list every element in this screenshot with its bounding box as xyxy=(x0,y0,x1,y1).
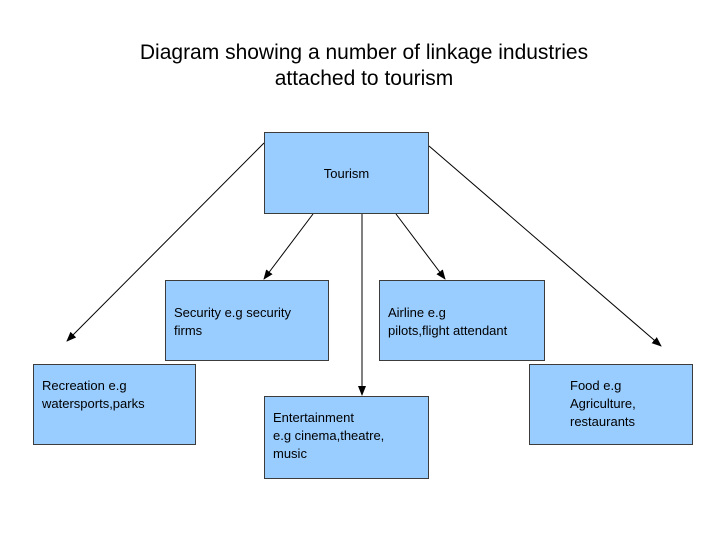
node-entertainment-line-1: Entertainment xyxy=(273,410,354,425)
node-entertainment-line-3: music xyxy=(273,446,307,461)
title-line-1: Diagram showing a number of linkage indu… xyxy=(139,41,589,64)
node-airline-line-2: pilots,flight attendant xyxy=(388,323,508,338)
edge-tourism-recreation xyxy=(66,142,265,342)
edge-tourism-food xyxy=(428,145,662,347)
edge-tourism-airline xyxy=(395,213,446,280)
title-line-2: attached to tourism xyxy=(274,67,454,90)
node-security-line-2: firms xyxy=(174,323,203,338)
node-entertainment-line-2: e.g cinema,theatre, xyxy=(273,428,385,443)
node-recreation: Recreation e.g watersports,parks xyxy=(33,364,196,445)
node-food-line-2: Agriculture, xyxy=(570,396,636,411)
node-recreation-line-2: watersports,parks xyxy=(42,396,145,411)
node-security-line-1: Security e.g security xyxy=(174,305,292,320)
node-security: Security e.g security firms xyxy=(165,280,329,361)
node-food: Food e.g Agriculture, restaurants xyxy=(529,364,693,445)
node-food-line-3: restaurants xyxy=(570,414,636,429)
node-entertainment: Entertainment e.g cinema,theatre, music xyxy=(264,396,429,479)
node-food-line-1: Food e.g xyxy=(570,378,622,393)
node-tourism-label: Tourism xyxy=(323,166,370,181)
diagram-title: Diagram showing a number of linkage indu… xyxy=(40,40,688,92)
node-recreation-line-1: Recreation e.g xyxy=(42,378,127,393)
node-airline: Airline e.g pilots,flight attendant xyxy=(379,280,545,361)
node-airline-line-1: Airline e.g xyxy=(388,305,446,320)
edge-tourism-security xyxy=(263,213,314,280)
node-tourism: Tourism xyxy=(264,132,429,214)
